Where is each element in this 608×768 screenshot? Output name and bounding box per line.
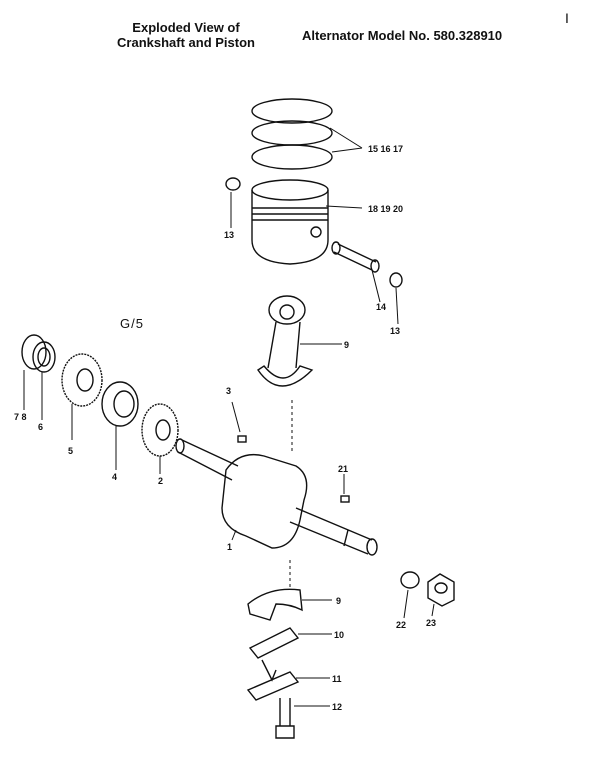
nut-23 xyxy=(427,573,455,607)
drive-gear-bore xyxy=(76,368,94,392)
callout-plate10: 10 xyxy=(334,630,345,640)
connecting-rod xyxy=(257,295,314,387)
model-number: Alternator Model No. 580.328910 xyxy=(302,28,503,43)
callout-nut23: 23 xyxy=(426,618,437,628)
key-3 xyxy=(237,435,247,443)
callout-bearing4: 4 xyxy=(112,472,118,482)
ball-bearing xyxy=(101,381,139,427)
callout-washers: 7 8 xyxy=(14,412,27,422)
clip-left xyxy=(225,177,241,191)
callout-gear2: 2 xyxy=(158,476,164,486)
piston-rings xyxy=(251,98,333,170)
washer-pair xyxy=(21,334,56,373)
callout-key3: 3 xyxy=(226,386,232,396)
crank-gear-bore xyxy=(155,419,171,441)
callout-gear5: 5 xyxy=(68,446,74,456)
crank-gear xyxy=(141,403,179,457)
callout-clip-right: 13 xyxy=(390,326,401,336)
title-line-2: Crankshaft and Piston xyxy=(117,35,255,50)
piston xyxy=(251,179,329,265)
callout-rod-cap: 9 xyxy=(336,596,342,606)
reference-code: G/5 xyxy=(120,316,144,331)
callout-washer22: 22 xyxy=(396,620,407,630)
bolt-12 xyxy=(275,698,295,739)
key-21 xyxy=(340,495,350,503)
rod-cap xyxy=(247,588,303,621)
callout-plate11: 11 xyxy=(332,674,342,684)
callout-pin: 14 xyxy=(376,302,387,312)
leader-lines xyxy=(23,127,435,707)
callout-rings: 15 16 17 xyxy=(368,144,404,154)
piston-pin xyxy=(331,241,380,273)
callout-rod: 9 xyxy=(344,340,350,350)
corner-mark: I xyxy=(565,10,569,26)
callout-bolt12: 12 xyxy=(332,702,343,712)
drive-gear xyxy=(61,353,103,407)
callout-crank1: 1 xyxy=(227,542,233,552)
diagram-title: Exploded View of Crankshaft and Piston xyxy=(96,20,276,50)
title-line-1: Exploded View of xyxy=(132,20,240,35)
callout-piston: 18 19 20 xyxy=(368,204,404,214)
callout-clip-left: 13 xyxy=(224,230,235,240)
callout-ring6: 6 xyxy=(38,422,44,432)
clip-right xyxy=(389,272,403,288)
crankshaft xyxy=(175,438,378,556)
lock-plate-11 xyxy=(246,671,300,701)
washer-22 xyxy=(400,571,420,589)
callout-key21: 21 xyxy=(338,464,349,474)
